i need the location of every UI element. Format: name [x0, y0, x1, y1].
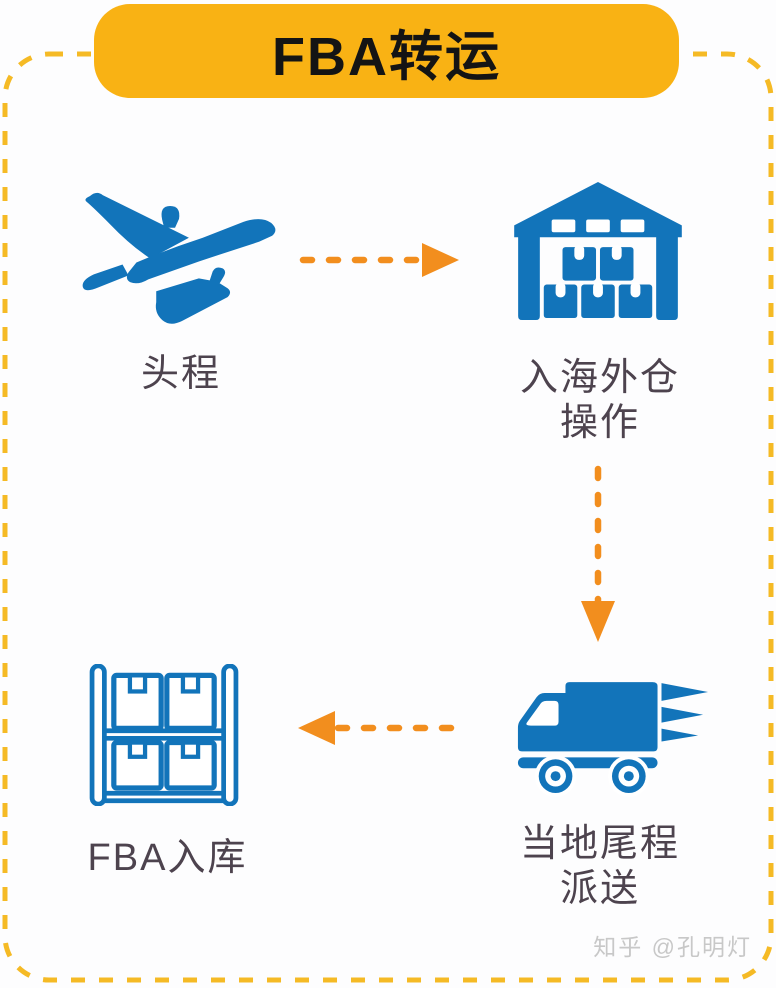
label-line: 派送 [559, 868, 640, 910]
label-last-mile-delivery: 当地尾程 派送 [500, 822, 700, 912]
arrow-right-icon [298, 239, 463, 281]
arrow-down-icon [578, 463, 618, 648]
watermark: 知乎 @孔明灯 [593, 934, 752, 960]
label-line: 当地尾程 [519, 823, 680, 865]
delivery-van-icon [512, 680, 710, 801]
storage-rack-icon [88, 664, 240, 806]
arrow-left-icon [294, 707, 466, 749]
label-overseas-warehouse: 入海外仓 操作 [500, 356, 700, 446]
title-banner: FBA转运 [94, 4, 679, 98]
airplane-icon [72, 187, 290, 336]
page-title: FBA转运 [272, 26, 501, 87]
warehouse-icon [514, 182, 682, 322]
label-line: 操作 [559, 402, 640, 444]
label-line: FBA入库 [87, 837, 248, 879]
label-line: 头程 [140, 353, 221, 395]
label-line: 入海外仓 [519, 357, 680, 399]
label-first-leg: 头程 [72, 352, 290, 397]
label-fba-inbound: FBA入库 [60, 836, 275, 881]
